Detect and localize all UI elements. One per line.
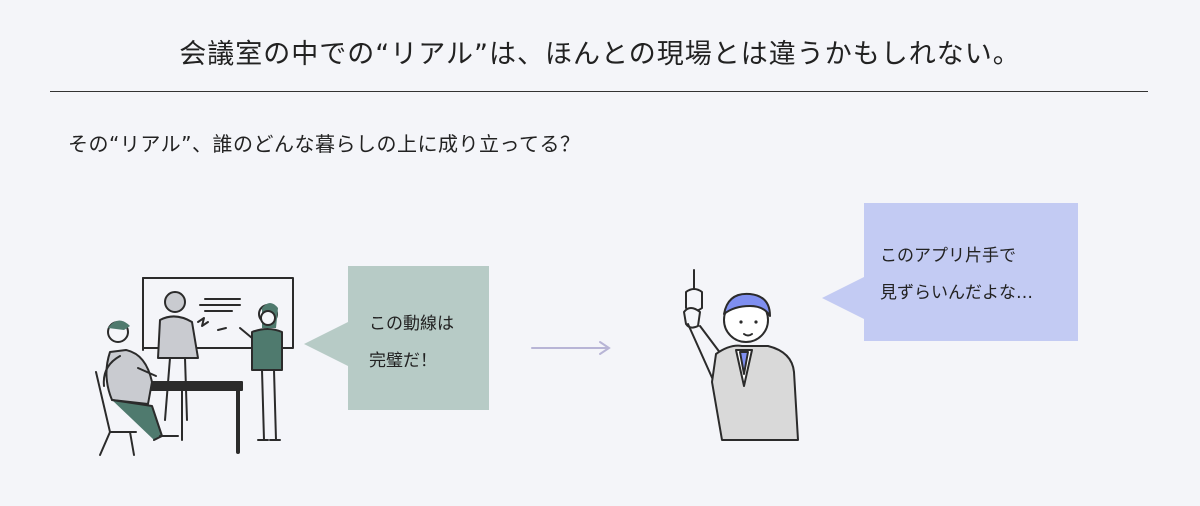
bubble-line: このアプリ片手で <box>880 246 1016 266</box>
title-divider <box>50 91 1148 92</box>
page-subtitle: その“リアル”、誰のどんな暮らしの上に成り立ってる？ <box>68 132 581 156</box>
flow-arrow <box>531 341 611 355</box>
seated-figure <box>95 320 179 456</box>
bubble-line: 完璧だ！ <box>369 351 437 371</box>
colleague-figure <box>239 303 283 441</box>
commuter-suit <box>711 344 799 441</box>
commuter-speech-bubble: このアプリ片手で 見ずらいんだよな… <box>822 203 1078 341</box>
bubble-line: 見ずらいんだよな… <box>880 283 1033 303</box>
bubble-line: この動線は <box>369 314 454 334</box>
commuter-illustration <box>683 269 799 441</box>
meeting-illustration <box>95 277 294 456</box>
presenter-figure <box>157 291 199 421</box>
page-title: 会議室の中での“リアル”は、ほんとの現場とは違うかもしれない。 <box>179 39 1021 70</box>
meeting-speech-bubble: この動線は 完璧だ！ <box>304 266 489 410</box>
